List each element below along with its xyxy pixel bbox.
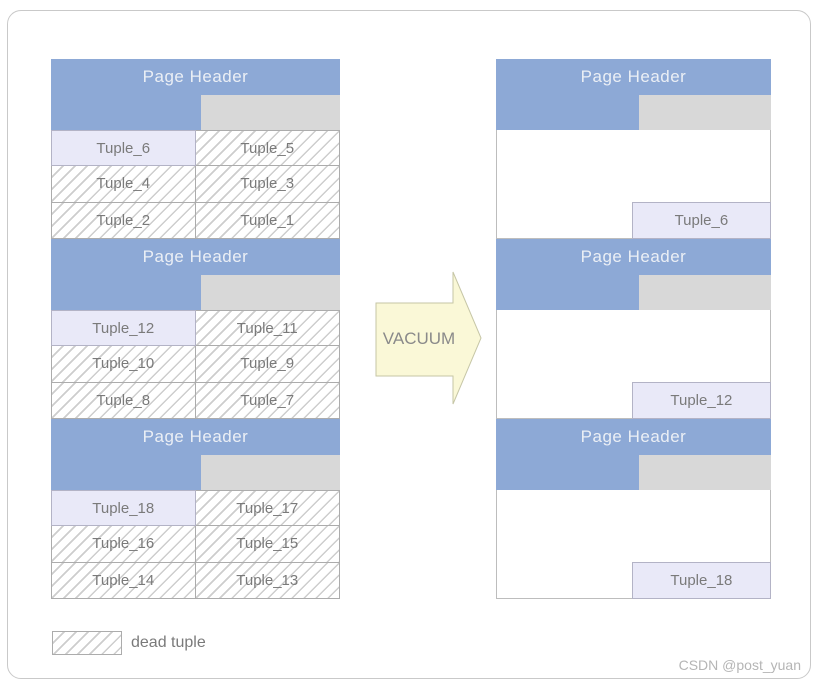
page-header-band: Page Header [496, 59, 771, 95]
tuple-row: Tuple_12 Tuple_11 [51, 310, 340, 347]
page-header-sub-band [51, 275, 340, 310]
tuple-row: Tuple_8 Tuple_7 [51, 382, 340, 419]
page-header-sub-band [51, 95, 340, 130]
before-page-3: Page Header Tuple_18 Tuple_17 Tuple_16 T… [51, 419, 340, 599]
page-header-band: Page Header [496, 239, 771, 275]
dead-tuple-cell: Tuple_7 [195, 382, 340, 419]
page-header-sub-band [51, 455, 340, 490]
tuple-rows: Tuple_6 Tuple_5 Tuple_4 Tuple_3 Tuple_2 … [51, 130, 340, 239]
dead-tuple-cell: Tuple_11 [195, 310, 340, 347]
dead-tuple-cell: Tuple_17 [195, 490, 340, 527]
tuple-cell: Tuple_18 [51, 490, 196, 527]
tuple-row: Tuple_4 Tuple_3 [51, 166, 340, 203]
line-pointer-block [201, 95, 340, 130]
tuple-rows: Tuple_12 Tuple_11 Tuple_10 Tuple_9 Tuple… [51, 310, 340, 419]
tuple-row: Tuple_2 Tuple_1 [51, 202, 340, 239]
dead-tuple-cell: Tuple_10 [51, 346, 196, 383]
dead-tuple-cell: Tuple_15 [195, 526, 340, 563]
vacuum-arrow: VACUUM [374, 270, 484, 406]
line-pointer-block [639, 95, 771, 130]
free-space: Tuple_12 [496, 310, 771, 419]
page-header-sub-band [496, 455, 771, 490]
free-space: Tuple_6 [496, 130, 771, 239]
page-header-band: Page Header [51, 239, 340, 275]
line-pointer-block [201, 275, 340, 310]
pages-before-vacuum: Page Header Tuple_6 Tuple_5 Tuple_4 Tupl… [51, 59, 340, 599]
pages-after-vacuum: Page Header Tuple_6 Page Header Tuple_12… [496, 59, 771, 599]
line-pointer-block [201, 455, 340, 490]
dead-tuple-cell: Tuple_4 [51, 166, 196, 203]
page-header-band: Page Header [51, 419, 340, 455]
tuple-row: Tuple_18 Tuple_17 [51, 490, 340, 527]
free-space: Tuple_18 [496, 490, 771, 599]
tuple-row: Tuple_6 Tuple_5 [51, 130, 340, 167]
tuple-cell: Tuple_12 [631, 382, 771, 419]
dead-tuple-cell: Tuple_9 [195, 346, 340, 383]
dead-tuple-cell: Tuple_5 [195, 130, 340, 167]
tuple-cell: Tuple_6 [631, 202, 771, 239]
line-pointer-block [639, 455, 771, 490]
dead-tuple-cell: Tuple_3 [195, 166, 340, 203]
tuple-row: Tuple_16 Tuple_15 [51, 526, 340, 563]
dead-tuple-cell: Tuple_16 [51, 526, 196, 563]
dead-tuple-cell: Tuple_14 [51, 562, 196, 599]
page-header-band: Page Header [496, 419, 771, 455]
legend-label: dead tuple [131, 634, 206, 651]
before-page-2: Page Header Tuple_12 Tuple_11 Tuple_10 T… [51, 239, 340, 419]
watermark: CSDN @post_yuan [678, 657, 801, 673]
tuple-cell: Tuple_12 [51, 310, 196, 347]
legend: dead tuple [52, 631, 206, 655]
tuple-cell: Tuple_18 [631, 562, 771, 599]
tuple-row: Tuple_10 Tuple_9 [51, 346, 340, 383]
tuple-row: Tuple_14 Tuple_13 [51, 562, 340, 599]
page-header-sub-band [496, 275, 771, 310]
dead-tuple-cell: Tuple_13 [195, 562, 340, 599]
dead-tuple-cell: Tuple_8 [51, 382, 196, 419]
vacuum-label: VACUUM [383, 329, 455, 348]
after-page-3: Page Header Tuple_18 [496, 419, 771, 599]
after-page-1: Page Header Tuple_6 [496, 59, 771, 239]
tuple-rows: Tuple_18 Tuple_17 Tuple_16 Tuple_15 Tupl… [51, 490, 340, 599]
before-page-1: Page Header Tuple_6 Tuple_5 Tuple_4 Tupl… [51, 59, 340, 239]
dead-tuple-swatch [52, 631, 122, 655]
after-page-2: Page Header Tuple_12 [496, 239, 771, 419]
dead-tuple-cell: Tuple_2 [51, 202, 196, 239]
dead-tuple-cell: Tuple_1 [195, 202, 340, 239]
page-header-band: Page Header [51, 59, 340, 95]
line-pointer-block [639, 275, 771, 310]
tuple-cell: Tuple_6 [51, 130, 196, 167]
arrow-shape [375, 271, 482, 405]
page-header-sub-band [496, 95, 771, 130]
